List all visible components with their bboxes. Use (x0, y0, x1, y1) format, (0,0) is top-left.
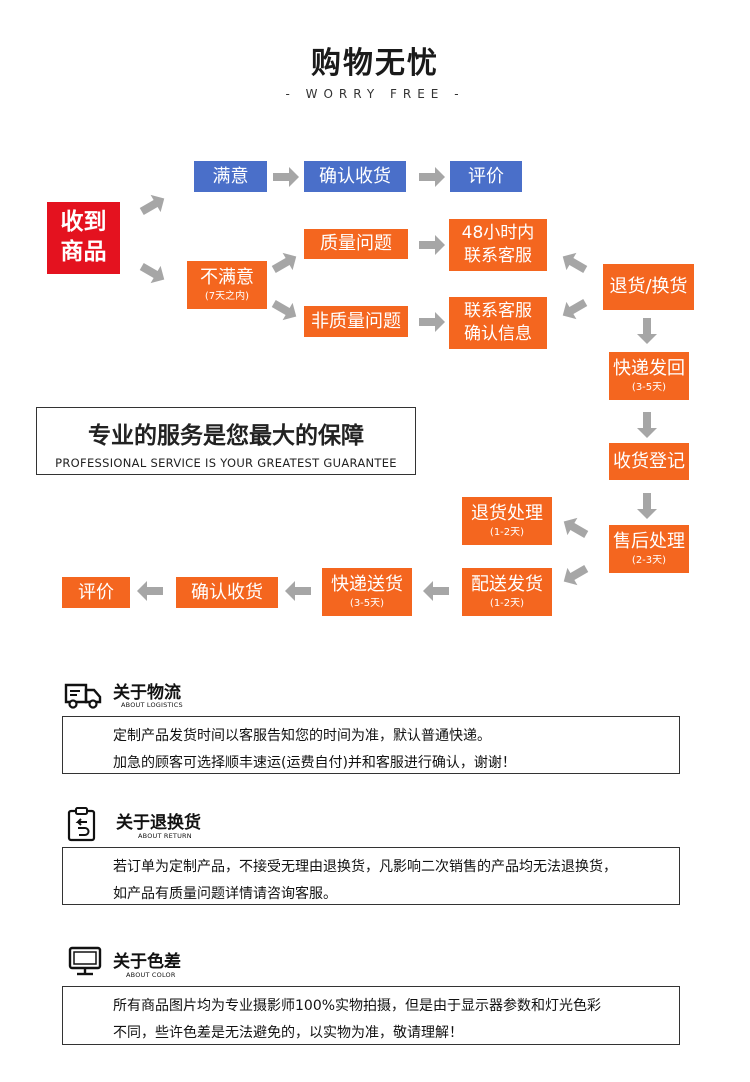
color-line-2: 不同，些许色差是无法避免的，以实物为准，敬请理解！ (113, 1025, 463, 1041)
arrow-return-express (637, 318, 657, 344)
express-delivery-box: 快递送货 (3-5天) (322, 568, 412, 616)
page-title: 购物无忧 (311, 46, 439, 81)
arrow-aftersale-ship (558, 559, 592, 591)
return-line-2: 如产品有质量问题详情请咨询客服。 (113, 886, 337, 902)
quality-issue-box: 质量问题 (304, 229, 408, 259)
receipt-register-box: 收货登记 (609, 443, 689, 480)
arrow-aftersale-refund (558, 512, 592, 544)
color-subtitle: ABOUT COLOR (126, 971, 176, 979)
page-subtitle: - WORRY FREE - (285, 87, 465, 101)
arrow-start-unsatisfied (136, 257, 170, 289)
arrow-return-contactconfirm (557, 293, 591, 325)
non-quality-issue-box: 非质量问题 (304, 306, 408, 337)
arrow-register-aftersale (637, 493, 657, 519)
return-content: 若订单为定制产品，不接受无理由退换货，凡影响二次销售的产品均无法退换货， 如产品… (62, 847, 680, 905)
start-received-goods: 收到商品 (47, 202, 120, 274)
arrow-quality-contact (419, 235, 445, 255)
arrow-start-satisfied (136, 189, 170, 221)
arrow-return-contact48 (557, 247, 591, 279)
final-review-box: 评价 (62, 577, 130, 608)
contact-48h-box: 48小时内 联系客服 (449, 219, 547, 271)
refund-process-box: 退货处理 (1-2天) (462, 497, 552, 545)
color-title: 关于色差 (113, 952, 181, 972)
color-content: 所有商品图片均为专业摄影师100%实物拍摄，但是由于显示器参数和灯光色彩 不同，… (62, 986, 680, 1045)
satisfied-box: 满意 (194, 161, 267, 192)
logistics-content: 定制产品发货时间以客服告知您的时间为准，默认普通快递。 加急的顾客可选择顺丰速运… (62, 716, 680, 774)
arrow-unsatisfied-nonquality (268, 294, 302, 326)
monitor-icon (68, 946, 102, 976)
arrow-nonquality-contact (419, 312, 445, 332)
confirm-receipt-box: 确认收货 (304, 161, 406, 192)
service-slogan: 专业的服务是您最大的保障 PROFESSIONAL SERVICE IS YOU… (36, 407, 416, 475)
express-back-box: 快递发回 (3-5天) (609, 352, 689, 400)
contact-confirm-box: 联系客服 确认信息 (449, 297, 547, 349)
color-line-1: 所有商品图片均为专业摄影师100%实物拍摄，但是由于显示器参数和灯光色彩 (113, 998, 602, 1014)
slogan-en: PROFESSIONAL SERVICE IS YOUR GREATEST GU… (55, 456, 397, 470)
ship-out-box: 配送发货 (1-2天) (462, 568, 552, 616)
logistics-subtitle: ABOUT LOGISTICS (121, 701, 183, 709)
arrow-express-confirm (285, 581, 311, 601)
return-title: 关于退换货 (116, 813, 201, 833)
review-box: 评价 (450, 161, 522, 192)
return-subtitle: ABOUT RETURN (138, 832, 192, 840)
logistics-line-2: 加急的顾客可选择顺丰速运(运费自付)并和客服进行确认，谢谢！ (113, 755, 516, 771)
arrow-express-register (637, 412, 657, 438)
logistics-title: 关于物流 (113, 683, 181, 703)
logistics-line-1: 定制产品发货时间以客服告知您的时间为准，默认普通快递。 (113, 728, 491, 744)
arrow-ship-express (423, 581, 449, 601)
unsatisfied-box: 不满意 (7天之内) (187, 261, 267, 309)
truck-icon (64, 683, 102, 709)
return-line-1: 若订单为定制产品，不接受无理由退换货，凡影响二次销售的产品均无法退换货， (113, 859, 617, 875)
after-sale-box: 售后处理 (2-3天) (609, 525, 689, 573)
arrow-confirm-review2 (137, 581, 163, 601)
arrow-unsatisfied-quality (268, 247, 302, 279)
final-confirm-box: 确认收货 (176, 577, 278, 608)
arrow-satisfied-confirm (273, 167, 299, 187)
slogan-cn: 专业的服务是您最大的保障 (88, 423, 364, 449)
arrow-confirm-review (419, 167, 445, 187)
return-clipboard-icon (67, 807, 96, 842)
return-exchange-box: 退货/换货 (603, 264, 694, 310)
